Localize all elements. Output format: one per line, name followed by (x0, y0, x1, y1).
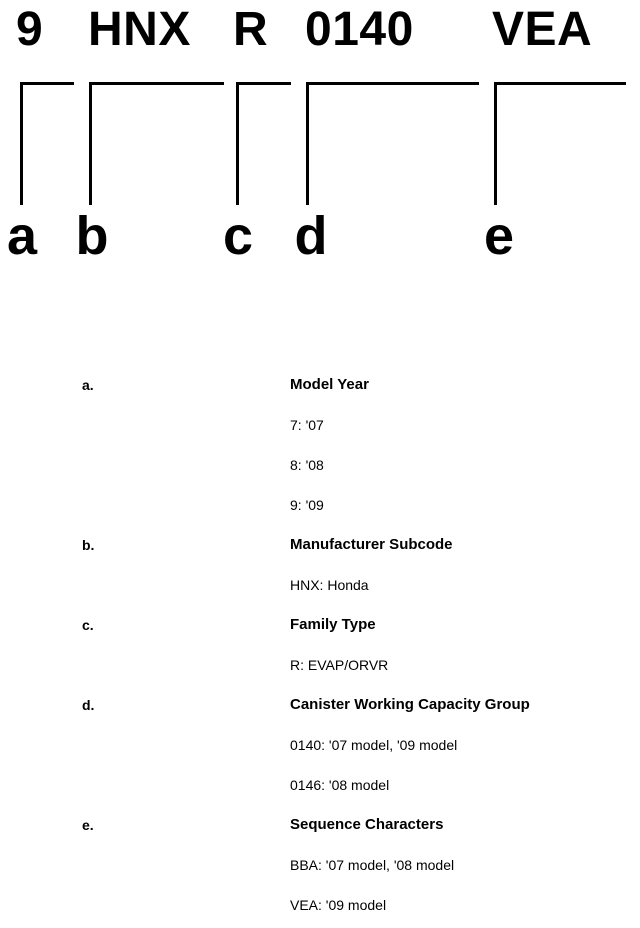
legend-row-value: 7: '07 (0, 406, 640, 446)
bracket-horizontal-a (20, 82, 74, 85)
legend-value: 0146: '08 model (290, 777, 390, 793)
bracket-vertical-d (306, 82, 309, 205)
bracket-horizontal-b (89, 82, 224, 85)
legend-key-e: e. (82, 817, 94, 833)
legend-title-c: Family Type (290, 616, 376, 633)
key-letters-group: a b c d e (0, 205, 640, 285)
legend-row-value: BBA: '07 model, '08 model (0, 846, 640, 886)
legend-row-title-d: d. Canister Working Capacity Group (0, 686, 640, 726)
key-letter-a: a (6, 206, 38, 266)
bracket-vertical-e (494, 82, 497, 205)
legend-row-value: R: EVAP/ORVR (0, 646, 640, 686)
legend-row-value: 9: '09 (0, 486, 640, 526)
legend-row-value: 0146: '08 model (0, 766, 640, 806)
legend-key-a: a. (82, 377, 94, 393)
legend-value: 0140: '07 model, '09 model (290, 737, 458, 753)
code-segment-e: VEA (492, 3, 593, 56)
legend-row-title-b: b. Manufacturer Subcode (0, 526, 640, 566)
legend-row-value: 0140: '07 model, '09 model (0, 726, 640, 766)
legend-key-c: c. (82, 617, 94, 633)
code-segment-c: R (233, 3, 269, 56)
legend-group-d: d. Canister Working Capacity Group 0140:… (0, 686, 640, 806)
legend-value: 8: '08 (290, 457, 324, 473)
legend-value: HNX: Honda (290, 577, 369, 593)
legend-key-d: d. (82, 697, 95, 713)
legend-row-value: 8: '08 (0, 446, 640, 486)
leader-lines-group (0, 70, 640, 210)
legend-title-d: Canister Working Capacity Group (290, 696, 530, 713)
legend-group-a: a. Model Year 7: '07 8: '08 9: '09 (0, 366, 640, 526)
legend-group-e: e. Sequence Characters BBA: '07 model, '… (0, 806, 640, 926)
legend-title-b: Manufacturer Subcode (290, 536, 453, 553)
bracket-horizontal-c (236, 82, 291, 85)
legend-group-b: b. Manufacturer Subcode HNX: Honda (0, 526, 640, 606)
legend-value: R: EVAP/ORVR (290, 657, 389, 673)
legend-title-e: Sequence Characters (290, 816, 444, 833)
code-segment-a: 9 (16, 3, 44, 56)
legend-key-b: b. (82, 537, 95, 553)
legend-title-a: Model Year (290, 376, 369, 393)
key-letter-c: c (222, 206, 254, 266)
legend-row-title-e: e. Sequence Characters (0, 806, 640, 846)
legend-row-title-a: a. Model Year (0, 366, 640, 406)
legend-value: 7: '07 (290, 417, 324, 433)
key-letter-b: b (75, 206, 109, 266)
engine-family-code-string: 9 HNX R 0140 VEA (0, 0, 640, 70)
bracket-vertical-a (20, 82, 23, 205)
legend-row-value: VEA: '09 model (0, 886, 640, 926)
code-segment-b: HNX (88, 3, 191, 56)
key-letter-e: e (483, 206, 515, 266)
code-segment-d: 0140 (305, 3, 414, 56)
legend-group-c: c. Family Type R: EVAP/ORVR (0, 606, 640, 686)
bracket-vertical-b (89, 82, 92, 205)
legend-value: BBA: '07 model, '08 model (290, 857, 455, 873)
key-letter-d: d (294, 206, 328, 266)
bracket-vertical-c (236, 82, 239, 205)
legend-value: VEA: '09 model (290, 897, 387, 913)
legend-row-value: HNX: Honda (0, 566, 640, 606)
bracket-horizontal-e (494, 82, 626, 85)
legend-row-title-c: c. Family Type (0, 606, 640, 646)
legend-list: a. Model Year 7: '07 8: '08 9: '09 b. Ma… (0, 366, 640, 926)
legend-value: 9: '09 (290, 497, 324, 513)
bracket-horizontal-d (306, 82, 479, 85)
